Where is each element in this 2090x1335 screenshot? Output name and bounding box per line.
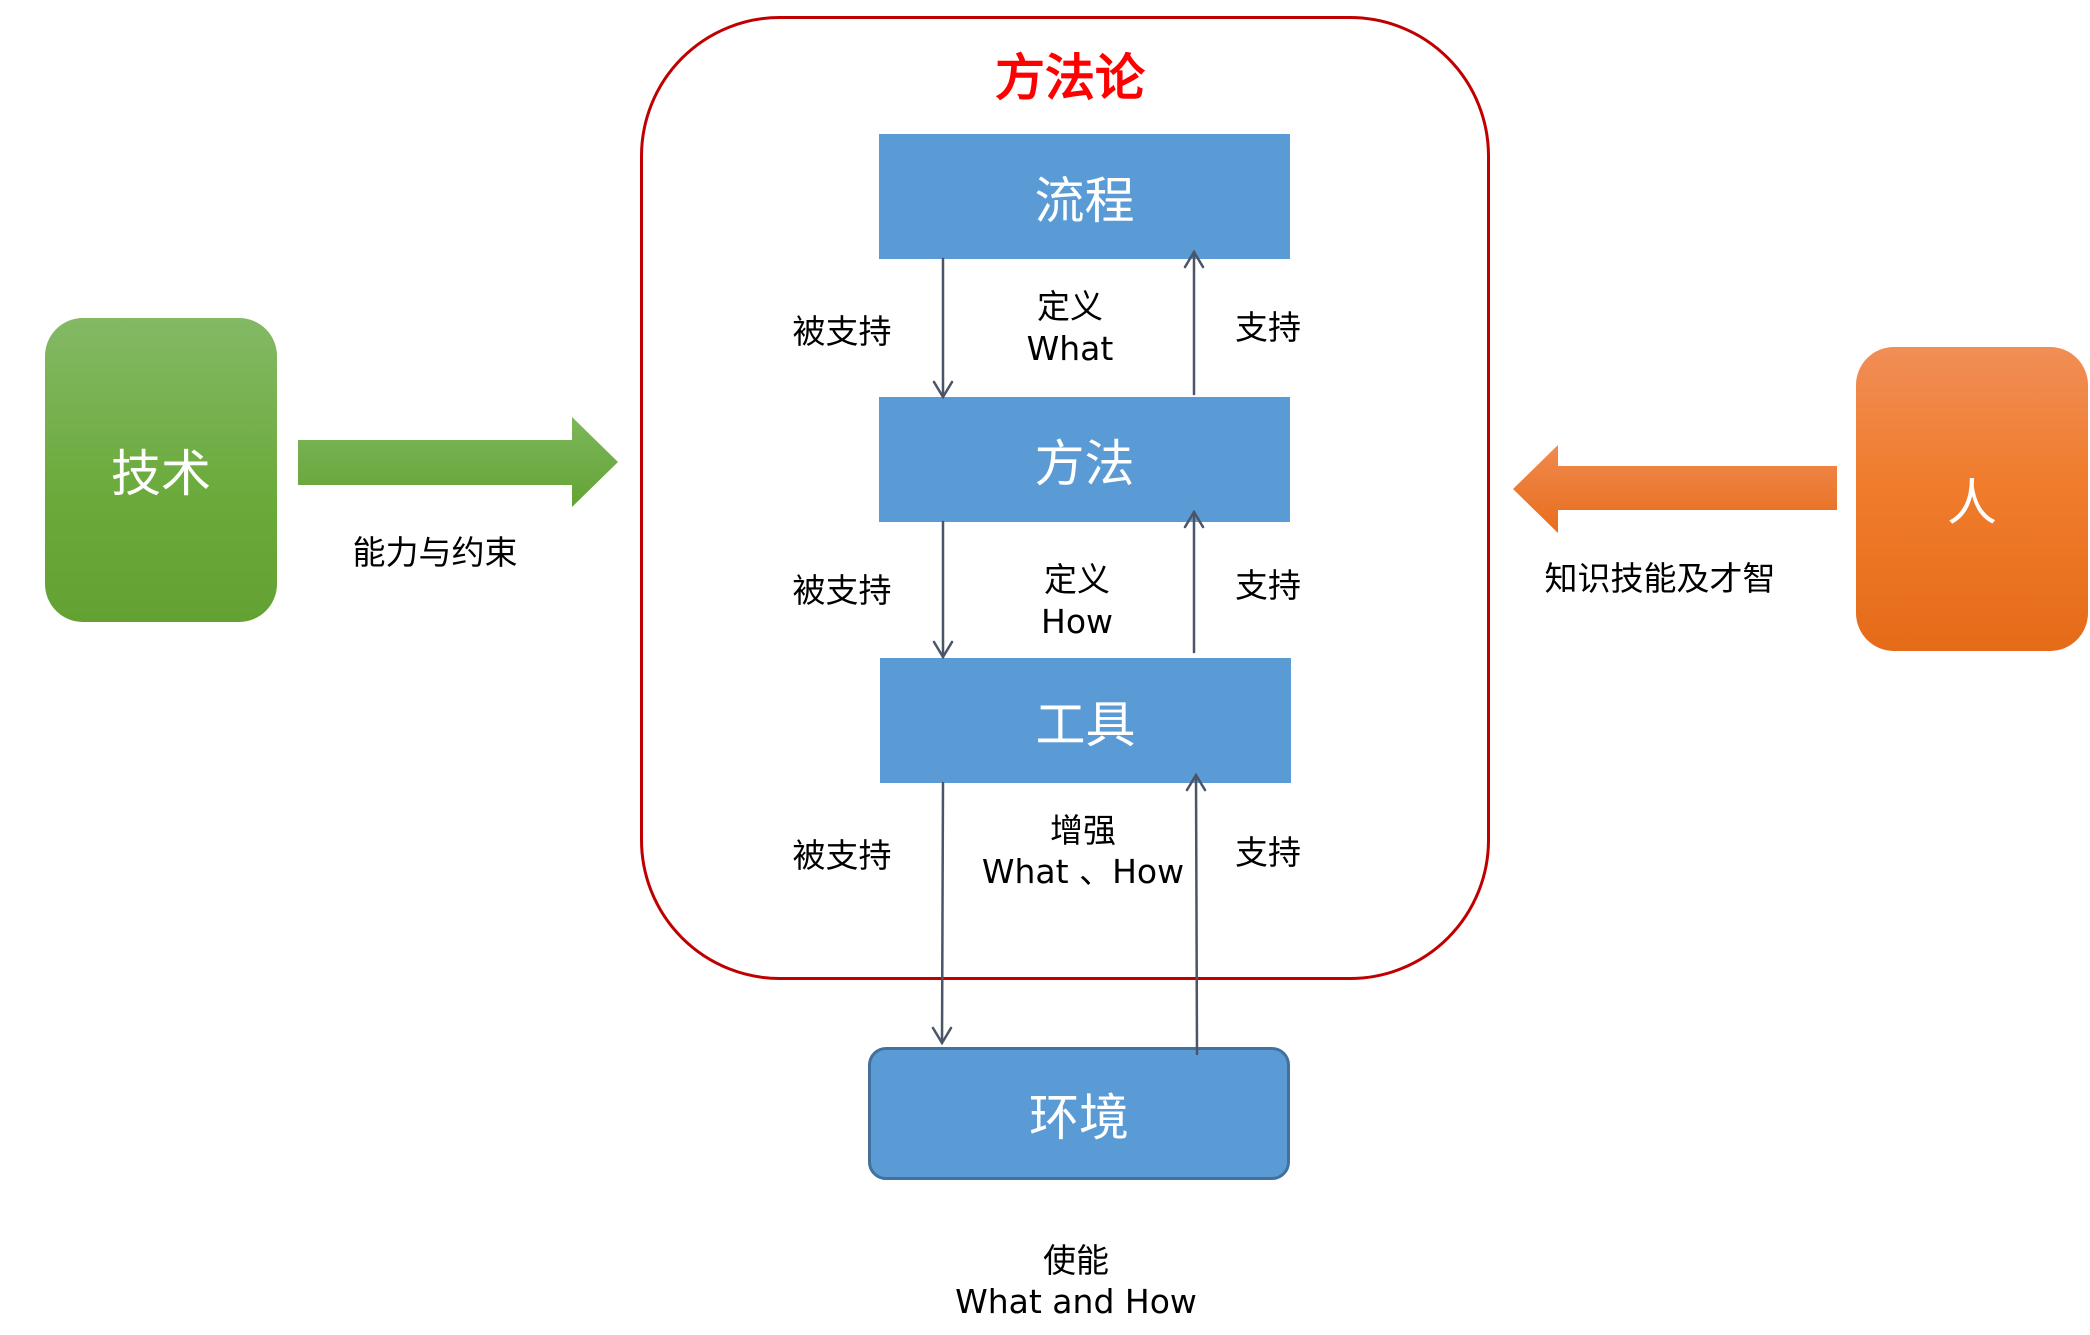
environment-box[interactable]: 环境 (868, 1047, 1290, 1180)
arrow-down-method-tool (932, 520, 954, 660)
method-label: 方法 (1034, 434, 1135, 493)
people-arrow-label: 知识技能及才智 (1544, 559, 1776, 598)
method-box[interactable]: 方法 (879, 397, 1290, 522)
technology-arrow (298, 417, 618, 507)
arrow-down-tool-environment (931, 781, 953, 1046)
technology-arrow-label: 能力与约束 (352, 533, 518, 572)
environment-caption-line1: 使能 (1043, 1241, 1109, 1280)
tool-environment-center-line2: What 、How (981, 852, 1185, 891)
process-method-center-line1: 定义 (1037, 287, 1103, 326)
arrow-up-environment-tool (1185, 772, 1207, 1056)
tool-label: 工具 (1035, 695, 1136, 754)
methodology-title: 方法论 (995, 49, 1145, 107)
technology-box[interactable]: 技术 (45, 318, 277, 622)
methodology-frame (640, 16, 1490, 980)
people-label: 人 (1947, 474, 1997, 532)
process-method-center-line2: What (1026, 329, 1114, 368)
tool-box[interactable]: 工具 (880, 658, 1291, 783)
method-tool-center-line1: 定义 (1044, 560, 1110, 599)
arrow-down-process-method (932, 257, 954, 400)
environment-caption-line2: What and How (955, 1282, 1197, 1321)
method-tool-center-line2: How (1041, 602, 1113, 641)
tool-environment-left-label: 被支持 (792, 836, 892, 875)
technology-label: 技术 (111, 445, 211, 503)
people-box[interactable]: 人 (1856, 347, 2088, 651)
tool-environment-center-line1: 增强 (1050, 811, 1116, 850)
arrow-up-method-process (1183, 249, 1205, 396)
arrow-up-tool-method (1183, 509, 1205, 654)
process-box[interactable]: 流程 (879, 134, 1290, 259)
process-method-left-label: 被支持 (792, 312, 892, 351)
environment-label: 环境 (1029, 1088, 1129, 1147)
people-arrow (1513, 445, 1837, 533)
tool-environment-right-label: 支持 (1235, 833, 1301, 872)
process-method-right-label: 支持 (1235, 308, 1301, 347)
process-label: 流程 (1034, 171, 1135, 230)
method-tool-left-label: 被支持 (792, 571, 892, 610)
method-tool-right-label: 支持 (1235, 566, 1301, 605)
